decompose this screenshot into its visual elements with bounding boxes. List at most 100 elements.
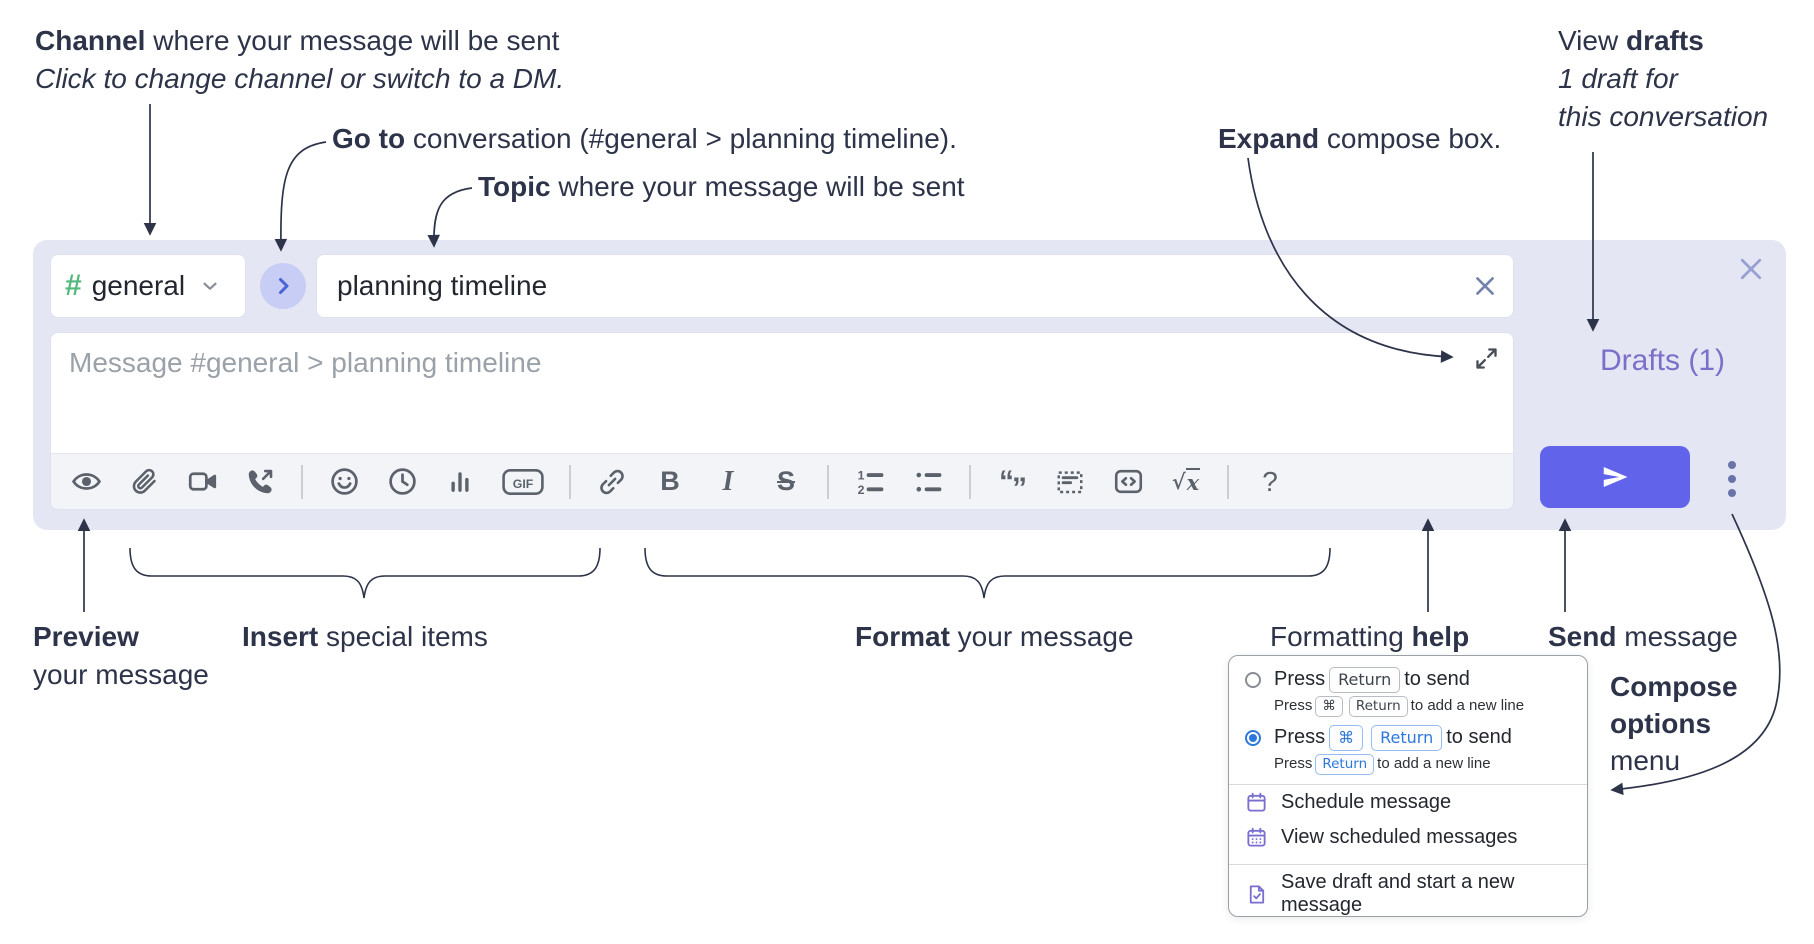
annotation-expand: Expand compose box. [1218,123,1502,154]
annotation-formatting-help: Formatting help [1270,621,1470,652]
send-button[interactable] [1540,446,1690,508]
send-paper-plane-icon [1603,467,1628,487]
popup-divider [1229,864,1587,865]
radio-selected[interactable] [1245,730,1261,746]
message-compose-area: GIF B I S 12 “” [50,332,1514,510]
cmd-key: ⌘ [1329,725,1364,751]
return-key: Return [1329,667,1401,693]
calendar-icon [1247,792,1266,812]
preview-button[interactable] [69,465,103,499]
bullet-list-icon [915,472,941,492]
svg-text:GIF: GIF [513,476,534,490]
annotation-insert: Insert special items [242,621,488,652]
paperclip-icon [132,468,156,494]
compose-box: # general [33,240,1786,530]
annotation-channel-sub: Click to change channel or switch to a D… [35,63,565,94]
close-compose-button[interactable] [1734,252,1768,286]
emoji-button[interactable] [327,465,361,499]
topic-input[interactable] [316,254,1514,318]
quote-button[interactable]: “” [999,464,1027,505]
clear-topic-button[interactable] [1470,271,1500,301]
topic-field-wrap [316,254,1514,318]
popup-divider [1229,784,1587,785]
arrow-goto [274,141,327,252]
gif-icon: GIF [502,468,544,495]
svg-text:1: 1 [857,469,864,483]
italic-button[interactable]: I [722,465,734,497]
draft-check-icon [1249,884,1265,904]
cmd-key: ⌘ [1315,696,1343,717]
brace-insert [129,547,601,599]
annotation-view-drafts: View drafts 1 draft for this conversatio… [1558,25,1769,132]
eye-icon [71,473,101,490]
ellipsis-dot [1728,489,1736,497]
annotation-topic: Topic where your message will be sent [478,171,965,202]
video-call-button[interactable] [185,465,219,499]
poll-button[interactable] [443,465,477,499]
toolbar-divider [827,464,829,499]
annotation-send: Send message [1548,621,1738,652]
annotation-format: Format your message [855,621,1134,652]
toolbar-divider [301,464,303,499]
video-camera-icon [188,472,216,491]
link-button[interactable] [595,465,629,499]
ordered-list-icon: 12 [857,469,883,497]
gif-button[interactable]: GIF [501,465,545,499]
expand-compose-icon[interactable] [1473,345,1501,373]
strikethrough-button[interactable]: S [776,466,795,496]
chevron-right-icon [271,274,295,298]
toolbar-divider [569,464,571,499]
ellipsis-dot [1728,461,1736,469]
spoiler-button[interactable] [1053,465,1087,499]
bold-button[interactable]: B [660,466,680,496]
clock-icon [388,468,416,495]
return-key: Return [1371,725,1443,751]
math-button[interactable]: √x [1171,468,1201,495]
drafts-link[interactable]: Drafts (1) [1600,344,1726,377]
voice-call-button[interactable] [243,465,277,499]
channel-name: general [91,270,186,301]
phone-call-icon [248,469,273,493]
calendar-grid-icon [1247,827,1266,847]
annotation-channel-bold: Channel [35,25,146,56]
schedule-button[interactable] [385,465,419,499]
code-icon [1114,469,1142,494]
save-draft-item[interactable]: Save draft and start a new message [1229,865,1587,923]
toolbar-divider [1227,464,1229,499]
attach-file-button[interactable] [127,465,161,499]
bar-chart-icon [451,471,469,492]
radio-unselected[interactable] [1245,672,1261,688]
spoiler-icon [1057,470,1083,493]
smiley-icon [330,468,358,495]
schedule-message-item[interactable]: Schedule message [1229,785,1587,820]
link-icon [600,469,624,494]
annotation-preview: Preview your message [33,621,209,690]
annotation-compose-options: Compose options menu [1610,671,1738,776]
channel-selector-button[interactable]: # general [50,254,246,318]
compose-options-button[interactable] [1712,454,1752,504]
go-to-conversation-button[interactable] [260,263,306,309]
message-textarea[interactable] [51,333,1513,453]
toolbar-divider [969,464,971,499]
annotation-channel-rest: where your message will be sent [145,25,560,56]
svg-text:2: 2 [857,483,864,497]
ellipsis-dot [1728,475,1736,483]
arrow-topic [427,187,473,248]
brace-format [644,547,1331,599]
message-formatting-help-button[interactable]: ? [1262,465,1278,497]
chevron-down-icon [199,275,221,297]
channel-hash-icon: # [65,269,82,302]
annotation-channel: Channel where your message will be sent … [35,22,564,98]
annotation-goto: Go to conversation (#general > planning … [332,123,957,154]
view-scheduled-messages-item[interactable]: View scheduled messages [1229,820,1587,855]
code-button[interactable] [1111,465,1145,499]
bulleted-list-button[interactable] [911,465,945,499]
